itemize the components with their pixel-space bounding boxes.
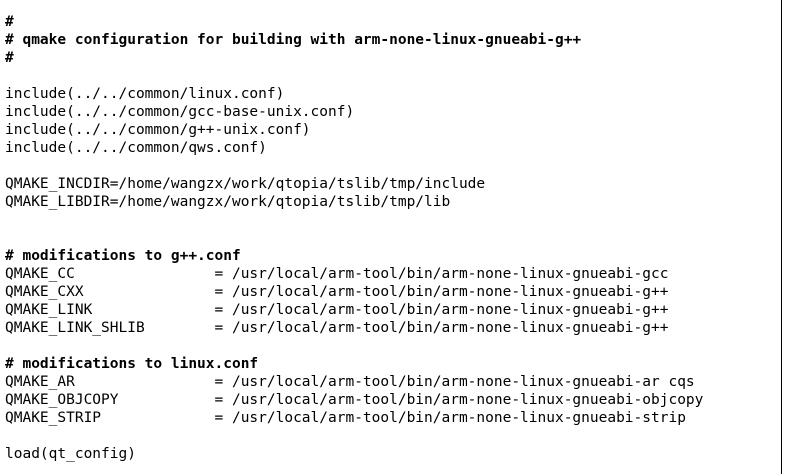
code-line: QMAKE_OBJCOPY = /usr/local/arm-tool/bin/… xyxy=(5,392,704,408)
code-line: QMAKE_STRIP = /usr/local/arm-tool/bin/ar… xyxy=(5,410,686,426)
comment-line: # xyxy=(5,14,14,30)
blank-line xyxy=(5,157,703,175)
blank-line xyxy=(5,427,703,445)
code-line: include(../../common/linux.conf) xyxy=(5,86,285,102)
code-line: QMAKE_CXX = /usr/local/arm-tool/bin/arm-… xyxy=(5,284,669,300)
code-line: QMAKE_LINK_SHLIB = /usr/local/arm-tool/b… xyxy=(5,320,669,336)
code-line: include(../../common/g++-unix.conf) xyxy=(5,122,311,138)
blank-line xyxy=(5,67,703,85)
code-line: QMAKE_LINK = /usr/local/arm-tool/bin/arm… xyxy=(5,302,669,318)
blank-line xyxy=(5,229,703,247)
code-line: QMAKE_INCDIR=/home/wangzx/work/qtopia/ts… xyxy=(5,176,486,192)
comment-line: # xyxy=(5,50,14,66)
comment-line: # modifications to linux.conf xyxy=(5,356,259,372)
vertical-scrollbar[interactable] xyxy=(781,0,792,474)
comment-line: # qmake configuration for building with … xyxy=(5,32,582,48)
comment-line: # modifications to g++.conf xyxy=(5,248,241,264)
code-line: QMAKE_LIBDIR=/home/wangzx/work/qtopia/ts… xyxy=(5,194,451,210)
code-line: QMAKE_CC = /usr/local/arm-tool/bin/arm-n… xyxy=(5,266,669,282)
blank-line xyxy=(5,211,703,229)
code-line: include(../../common/gcc-base-unix.conf) xyxy=(5,104,355,120)
code-line: QMAKE_AR = /usr/local/arm-tool/bin/arm-n… xyxy=(5,374,695,390)
blank-line xyxy=(5,337,703,355)
code-line: load(qt_config) xyxy=(5,446,136,462)
code-area[interactable]: # # qmake configuration for building with… xyxy=(5,13,703,463)
code-line: include(../../common/qws.conf) xyxy=(5,140,267,156)
